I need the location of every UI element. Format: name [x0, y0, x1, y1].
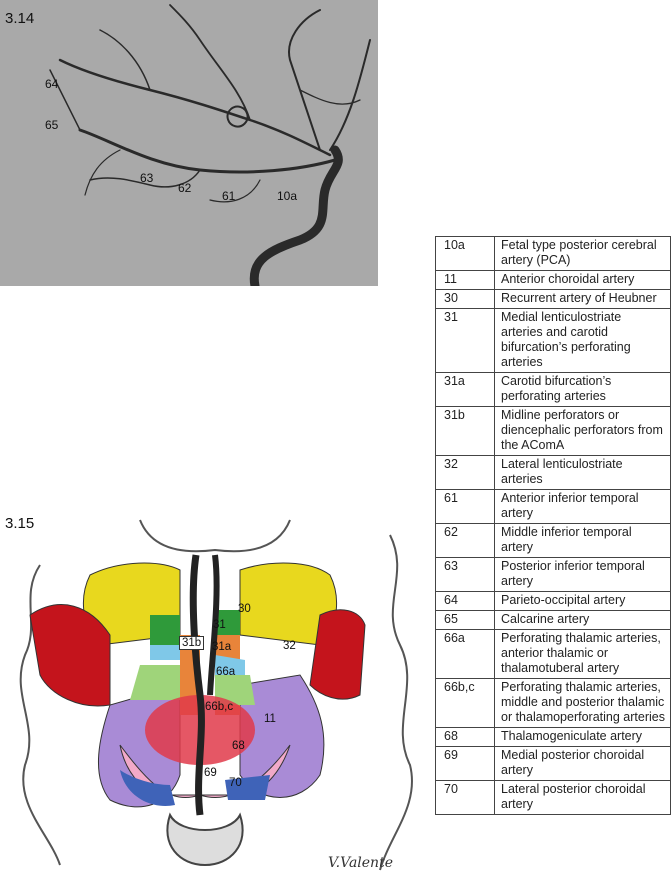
- annotation-69: 69: [204, 767, 217, 779]
- row-key: 61: [435, 489, 495, 524]
- row-description: Calcarine artery: [494, 610, 671, 630]
- annotation-63: 63: [140, 171, 154, 185]
- row-key: 63: [435, 557, 495, 592]
- row-description: Perforating thalamic arteries, middle an…: [494, 678, 671, 728]
- row-key: 31b: [435, 406, 495, 456]
- row-key: 66a: [435, 629, 495, 679]
- row-key: 62: [435, 523, 495, 558]
- row-description: Thalamogeniculate artery: [494, 727, 671, 747]
- row-description: Fetal type posterior cerebral artery (PC…: [494, 236, 671, 271]
- annotation-31: 31: [213, 619, 226, 631]
- artist-signature: V.Valente: [328, 855, 393, 871]
- annotation-65: 65: [45, 118, 59, 132]
- annotation-31a: 31a: [212, 641, 232, 653]
- annotation-62: 62: [178, 181, 192, 195]
- annotation-10a: 10a: [277, 189, 298, 203]
- row-key: 70: [435, 780, 495, 815]
- annotation-61: 61: [222, 189, 236, 203]
- row-description: Middle inferior temporal artery: [494, 523, 671, 558]
- row-description: Anterior choroidal artery: [494, 270, 671, 290]
- row-key: 68: [435, 727, 495, 747]
- annotation-31b: 31b: [179, 636, 205, 650]
- row-description: Medial posterior choroidal artery: [494, 746, 671, 781]
- row-key: 30: [435, 289, 495, 309]
- row-description: Carotid bifurcation’s perforating arteri…: [494, 372, 671, 407]
- annotation-32: 32: [283, 640, 296, 652]
- row-description: Lateral posterior choroidal artery: [494, 780, 671, 815]
- brain-drawing: [19, 519, 413, 871]
- angiogram-figure-3-14: 3.14 64 65 63 62 61 10a: [0, 0, 378, 291]
- row-key: 31a: [435, 372, 495, 407]
- row-key: 66b,c: [435, 678, 495, 728]
- annotation-64: 64: [45, 77, 59, 91]
- annotation-68: 68: [232, 740, 245, 752]
- row-key: 10a: [435, 236, 495, 271]
- row-description: Posterior inferior temporal artery: [494, 557, 671, 592]
- row-key: 11: [435, 270, 495, 290]
- row-description: Perforating thalamic arteries, anterior …: [494, 629, 671, 679]
- annotation-30: 30: [238, 603, 251, 615]
- row-description: Midline perforators or diencephalic perf…: [494, 406, 671, 456]
- angiogram-image: [49, 4, 371, 291]
- annotation-66a: 66a: [216, 666, 236, 678]
- row-description: Recurrent artery of Heubner: [494, 289, 671, 309]
- figure-label: 3.15: [5, 515, 35, 532]
- annotation-11: 11: [264, 713, 276, 725]
- annotation-66bc: 66b,c: [205, 701, 234, 713]
- row-description: Medial lenticulostriate arteries and car…: [494, 308, 671, 373]
- row-description: Anterior inferior temporal artery: [494, 489, 671, 524]
- row-key: 69: [435, 746, 495, 781]
- annotation-70: 70: [229, 777, 242, 789]
- row-description: Parieto-occipital artery: [494, 591, 671, 611]
- row-key: 64: [435, 591, 495, 611]
- figure-label: 3.14: [5, 10, 35, 27]
- row-key: 31: [435, 308, 495, 373]
- row-key: 32: [435, 455, 495, 490]
- row-description: Lateral lenticulostriate arteries: [494, 455, 671, 490]
- row-key: 65: [435, 610, 495, 630]
- brain-illustration-figure-3-15: 3.15 30 31 32 31b 31a 66a 66b,c 11 68 69…: [0, 515, 430, 885]
